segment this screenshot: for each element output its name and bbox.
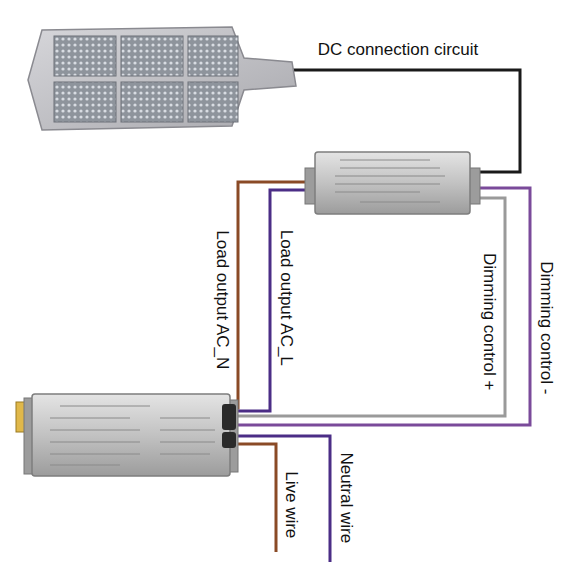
wire-label: Dimming control + <box>479 253 499 390</box>
wire-label: Live wire <box>282 471 302 538</box>
dimming-plus-wire <box>232 198 505 416</box>
live-wire <box>232 444 276 552</box>
wire-label: Load output AC_L <box>276 230 296 366</box>
ac-l-wire <box>232 190 315 411</box>
street-lamp <box>28 27 296 130</box>
wire-label: DC connection circuit <box>318 40 479 60</box>
wire-label: Dimming control - <box>537 261 557 394</box>
lamp-controller <box>16 394 238 476</box>
wire-label: Neutral wire <box>336 453 356 544</box>
neutral-wire <box>232 436 330 562</box>
led-driver <box>305 152 480 214</box>
ac-n-wire <box>232 182 315 408</box>
dimming-minus-wire <box>232 188 530 425</box>
wire-label: Load output AC_N <box>212 231 232 370</box>
